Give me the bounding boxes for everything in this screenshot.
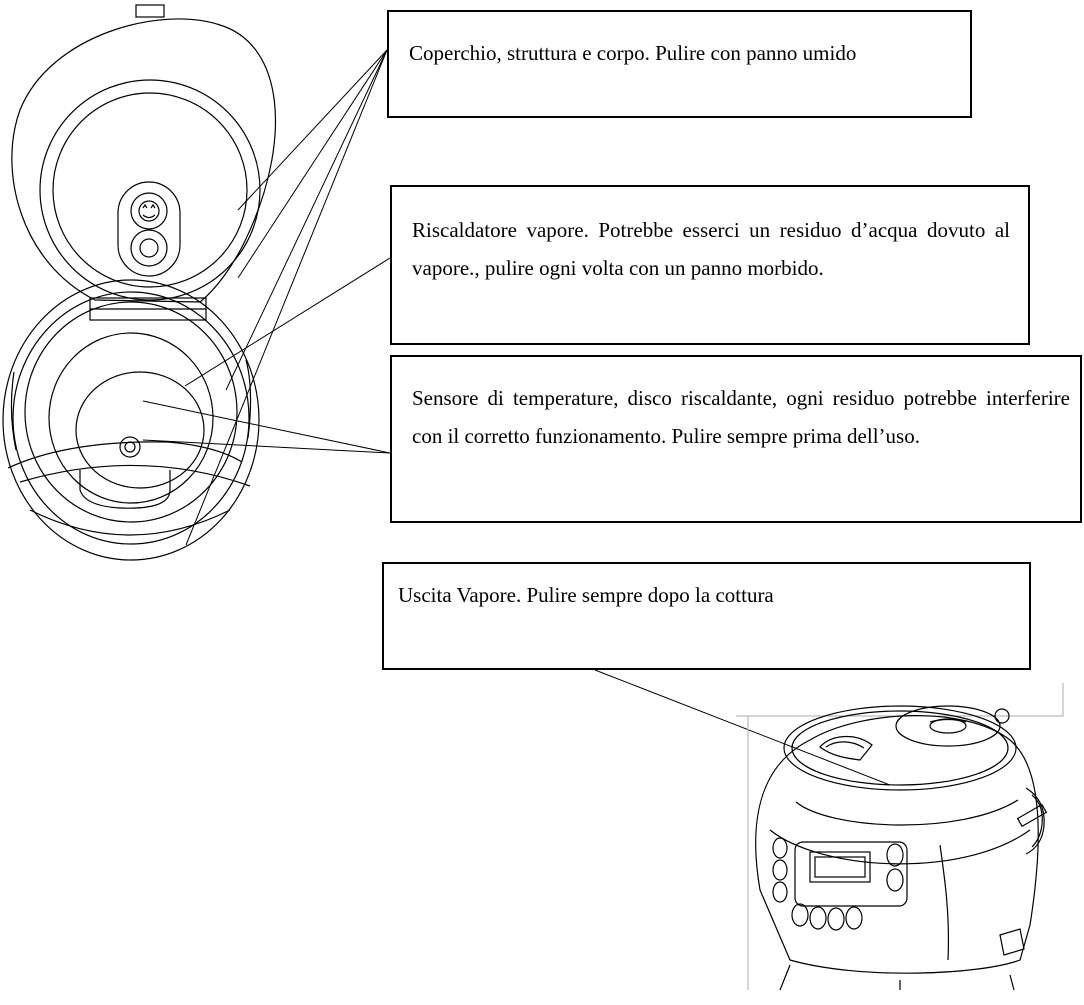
callout-temperature-sensor-text: Sensore di temperature, disco riscaldant…	[412, 386, 1070, 448]
photo-frame	[736, 683, 1064, 990]
closed-cooker-drawing	[755, 705, 1048, 991]
hinge-drawing	[89, 297, 207, 321]
callout-steam-heater-text: Riscaldatore vapore. Potrebbe esserci un…	[412, 218, 1010, 280]
callout-lid-body-text: Coperchio, struttura e corpo. Pulire con…	[409, 41, 857, 65]
cooker-body-drawing	[2, 279, 260, 561]
open-lid-drawing	[11, 4, 277, 303]
callout-temperature-sensor: Sensore di temperature, disco riscaldant…	[390, 355, 1082, 523]
leader-lines	[142, 49, 891, 786]
callout-steam-exit-text: Uscita Vapore. Pulire sempre dopo la cot…	[398, 583, 774, 607]
callout-steam-heater: Riscaldatore vapore. Potrebbe esserci un…	[390, 185, 1030, 345]
callout-steam-exit: Uscita Vapore. Pulire sempre dopo la cot…	[382, 562, 1031, 670]
callout-lid-body: Coperchio, struttura e corpo. Pulire con…	[387, 10, 972, 118]
